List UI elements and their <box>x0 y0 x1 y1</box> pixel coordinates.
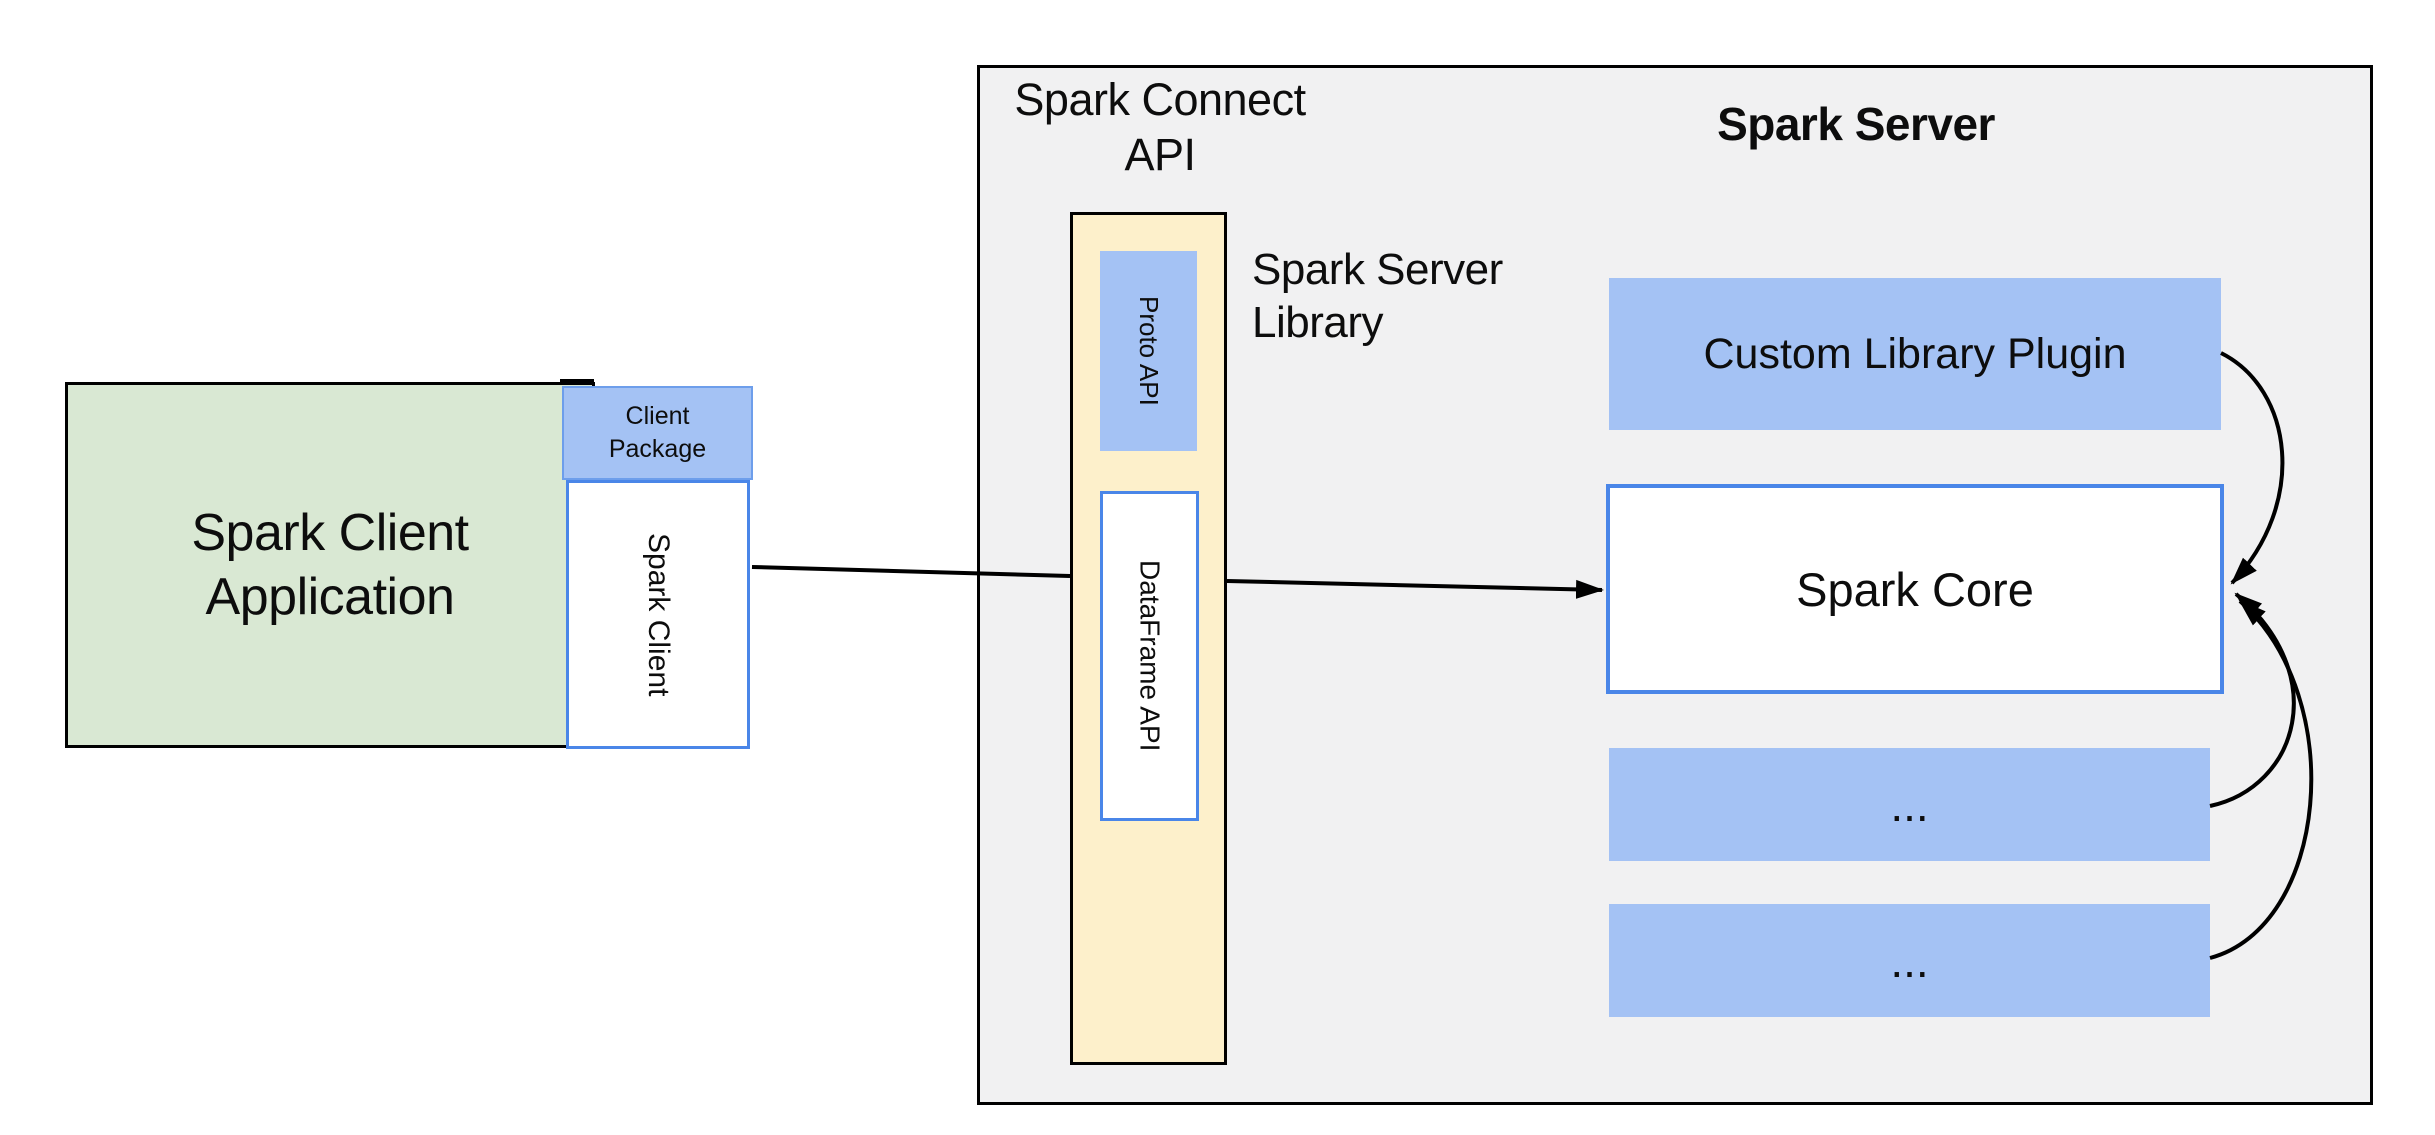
dataframe-api-label: DataFrame API <box>1134 560 1166 752</box>
spark-client-label: Spark Client <box>642 532 675 697</box>
proto-api-box: Proto API <box>1100 251 1197 451</box>
spark-server-library-line2: Library <box>1252 298 1383 347</box>
spark-server-library-line1: Spark Server <box>1252 245 1503 294</box>
spark-client-application-box: Spark Client Application <box>65 382 595 748</box>
more-plugins-box-2: ... <box>1609 904 2210 1017</box>
spark-client-box: Spark Client <box>566 480 750 749</box>
client-package-line2: Package <box>608 435 707 463</box>
spark-connect-api-label: Spark Connect API <box>960 72 1360 182</box>
spark-server-title: Spark Server <box>1717 98 1995 150</box>
client-package-line1: Client <box>625 402 690 430</box>
dataframe-api-box: DataFrame API <box>1100 491 1199 821</box>
proto-api-label: Proto API <box>1134 296 1164 406</box>
custom-library-plugin-box: Custom Library Plugin <box>1609 278 2221 430</box>
spark-client-application-line1: Spark Client <box>191 504 469 562</box>
spark-connect-api-label-line1: Spark Connect <box>1014 74 1306 125</box>
more-plugins-box-1: ... <box>1609 748 2210 861</box>
spark-server-library-label: Spark Server Library <box>1252 243 1503 349</box>
spark-client-application-line2: Application <box>205 568 455 626</box>
spark-connect-api-label-line2: API <box>1124 129 1196 180</box>
client-package-box: Client Package <box>562 386 753 480</box>
spark-core-box: Spark Core <box>1606 484 2224 694</box>
